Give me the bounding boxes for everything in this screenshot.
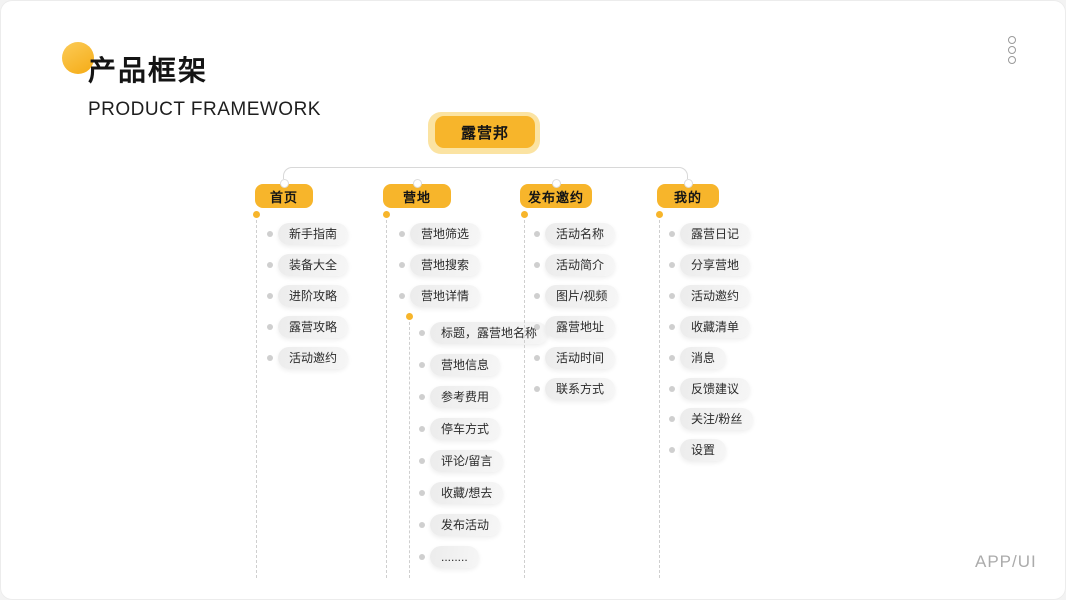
item-dot (419, 362, 425, 368)
item-dot (419, 394, 425, 400)
page-title: 产品框架 (88, 55, 209, 86)
branch-node-2: 营地 (383, 179, 451, 208)
item-dot (534, 293, 540, 299)
connector-rail (283, 167, 688, 179)
item-dot (399, 262, 405, 268)
watermark: APP/UI (975, 552, 1037, 571)
branch-node-1: 首页 (255, 179, 313, 208)
item-dot (669, 262, 675, 268)
branch-anchor-dot (252, 211, 260, 218)
tree-item: 关注/粉丝 (680, 408, 754, 430)
page-subtitle: PRODUCT FRAMEWORK (88, 99, 321, 120)
tree-item: ........ (430, 546, 479, 568)
tree-item: 设置 (680, 439, 727, 461)
tree-item: 露营地址 (545, 316, 616, 338)
branch-node-label: 我的 (673, 189, 702, 205)
sub-branch-dashed-line (409, 322, 410, 578)
branch-dashed-line (256, 220, 257, 578)
tree-item: 收藏清单 (680, 316, 751, 338)
tree-item: 评论/留言 (430, 450, 504, 472)
item-dot (669, 416, 675, 422)
sub-branch-anchor-dot (405, 312, 413, 320)
item-dot (419, 554, 425, 560)
item-dot (419, 458, 425, 464)
tree-item: 装备大全 (278, 254, 349, 276)
item-dot (419, 490, 425, 496)
tree-item: 营地信息 (430, 354, 501, 376)
tree-item: 反馈建议 (680, 378, 751, 400)
tree-item: 新手指南 (278, 223, 349, 245)
branch-node-label: 营地 (402, 189, 431, 205)
item-dot (669, 231, 675, 237)
tree-item: 分享营地 (680, 254, 751, 276)
item-dot (399, 231, 405, 237)
connector-circle (551, 179, 561, 188)
connector-circle (412, 179, 422, 188)
item-dot (669, 324, 675, 330)
tree-item: 参考费用 (430, 386, 501, 408)
tree-item: 露营攻略 (278, 316, 349, 338)
tree-item: 活动邀约 (278, 347, 349, 369)
branch-node-label: 发布邀约 (528, 189, 585, 205)
dot-circle-icon (1008, 36, 1016, 44)
branch-dashed-line (386, 220, 387, 578)
item-dot (534, 386, 540, 392)
branch-anchor-dot (520, 211, 528, 218)
item-dot (669, 355, 675, 361)
item-dot (267, 324, 273, 330)
tree-item: 活动名称 (545, 223, 616, 245)
item-dot (534, 262, 540, 268)
tree-item: 联系方式 (545, 378, 616, 400)
item-dot (267, 262, 273, 268)
item-dot (267, 231, 273, 237)
tree-item: 发布活动 (430, 514, 501, 536)
item-dot (669, 293, 675, 299)
tree-item: 露营日记 (680, 223, 751, 245)
connector-circle (683, 179, 693, 188)
tree-item: 营地筛选 (410, 223, 481, 245)
item-dot (534, 231, 540, 237)
tree-item: 收藏/想去 (430, 482, 504, 504)
dot-circle-icon (1008, 56, 1016, 64)
root-node-label: 露营邦 (435, 116, 535, 148)
item-dot (534, 324, 540, 330)
tree-item: 活动简介 (545, 254, 616, 276)
item-dot (419, 330, 425, 336)
item-dot (669, 447, 675, 453)
item-dot (267, 355, 273, 361)
title-accent-dot (62, 42, 94, 74)
item-dot (534, 355, 540, 361)
branch-dashed-line (659, 220, 660, 578)
item-dot (419, 522, 425, 528)
item-dot (267, 293, 273, 299)
branch-node-4: 我的 (657, 179, 719, 208)
tree-item: 活动时间 (545, 347, 616, 369)
tree-item: 标题，露营地名称 (430, 322, 549, 344)
item-dot (419, 426, 425, 432)
item-dot (399, 293, 405, 299)
branch-anchor-dot (382, 211, 390, 218)
tree-item: 消息 (680, 347, 727, 369)
tree-item: 活动邀约 (680, 285, 751, 307)
branch-node-label: 首页 (269, 189, 298, 205)
root-node: 露营邦 (428, 112, 540, 154)
more-dots-icon (1008, 36, 1016, 64)
connector-circle (279, 179, 289, 188)
item-dot (669, 386, 675, 392)
tree-item: 进阶攻略 (278, 285, 349, 307)
tree-item: 营地搜索 (410, 254, 481, 276)
branch-anchor-dot (655, 211, 663, 218)
tree-item: 停车方式 (430, 418, 501, 440)
tree-item: 营地详情 (410, 285, 481, 307)
branch-node-3: 发布邀约 (520, 179, 593, 208)
branch-dashed-line (524, 220, 525, 578)
dot-circle-icon (1008, 46, 1016, 54)
tree-item: 图片/视频 (545, 285, 619, 307)
